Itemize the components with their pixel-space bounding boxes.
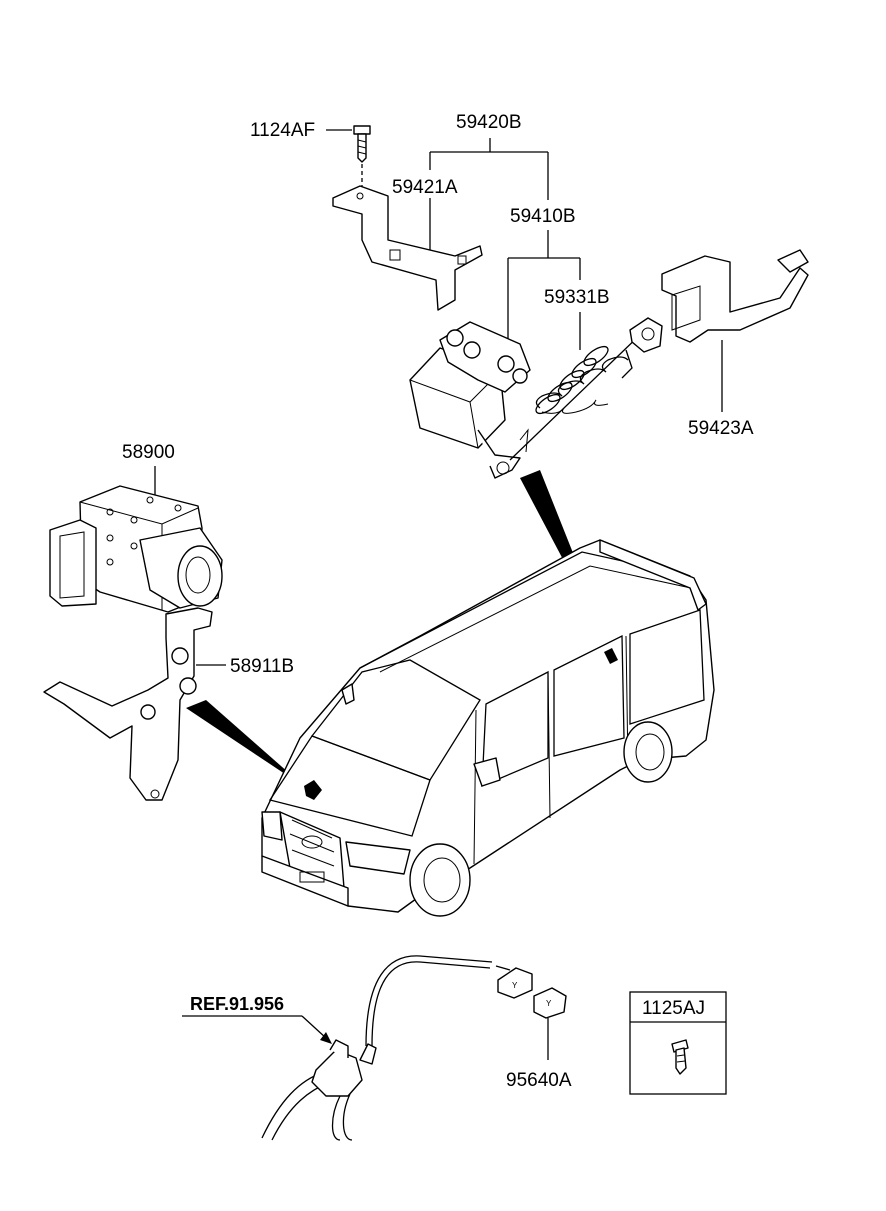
label-95640A: 95640A xyxy=(506,1070,572,1091)
bracket-58911B: 58911B xyxy=(43,607,294,801)
label-58900: 58900 xyxy=(122,442,175,463)
bolt-icon xyxy=(671,1039,689,1075)
svg-text:Y: Y xyxy=(546,999,552,1008)
leader-59420B: 59420B 59410B 59331B xyxy=(429,112,610,350)
part-box-1125AJ: 1125AJ xyxy=(629,991,727,1095)
label-1125AJ: 1125AJ xyxy=(642,998,705,1019)
bracket-59421A: 59421A xyxy=(332,177,483,311)
label-59421A: 59421A xyxy=(392,177,458,198)
hecu-58900: 58900 xyxy=(49,442,223,613)
pointer-hecu xyxy=(186,700,306,788)
minivan-icon xyxy=(261,539,715,917)
link-spring-59331B xyxy=(509,317,663,461)
label-ref: REF.91.956 xyxy=(190,994,284,1014)
svg-text:Y: Y xyxy=(512,981,518,990)
label-59410B: 59410B xyxy=(510,206,576,227)
height-sensor-59410B xyxy=(409,321,531,479)
sensor-harness-95640A: Y Y 95640A xyxy=(261,955,572,1141)
label-59331B: 59331B xyxy=(544,287,610,308)
label-59423A: 59423A xyxy=(688,418,754,439)
label-58911B: 58911B xyxy=(230,656,294,677)
label-1124AF: 1124AF xyxy=(250,120,315,141)
reference-91956: REF.91.956 xyxy=(182,994,332,1044)
bracket-59423A: 59423A xyxy=(661,249,809,439)
label-59420B: 59420B xyxy=(456,112,522,133)
bolt-1124AF: 1124AF xyxy=(250,120,371,192)
